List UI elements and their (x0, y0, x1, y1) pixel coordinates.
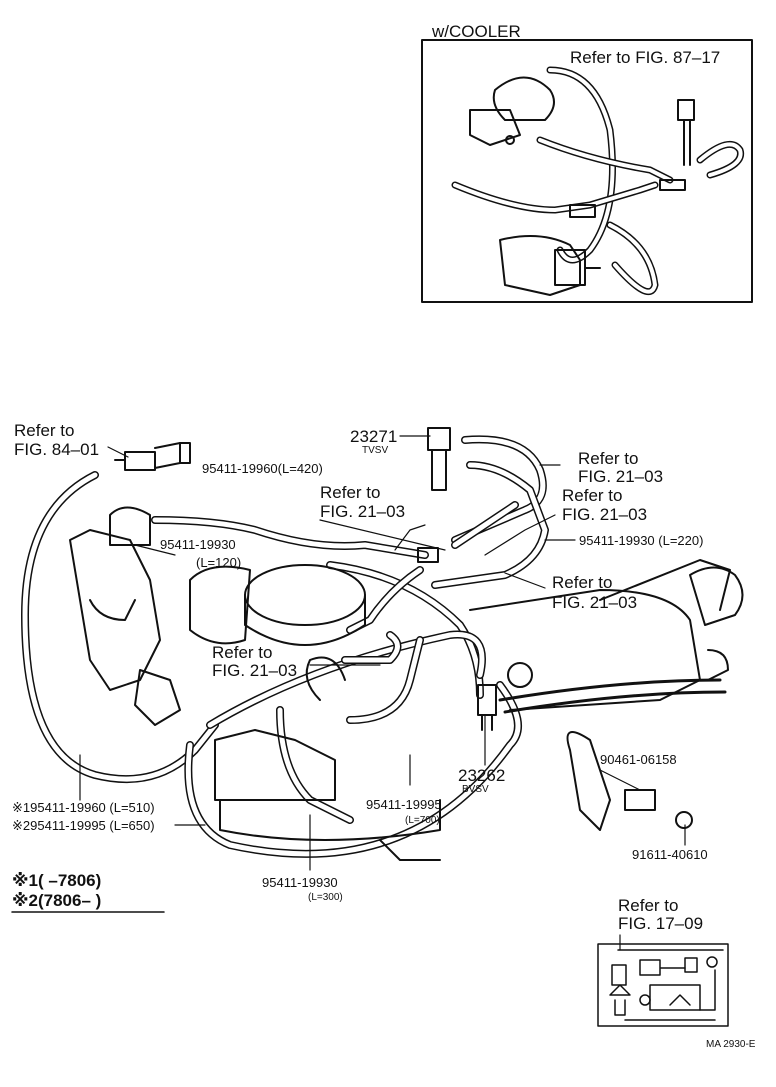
fig17-mini-schematic (597, 943, 729, 1027)
cooler-inset-frame (421, 39, 753, 303)
valves (417, 427, 693, 829)
engine-block (69, 506, 744, 861)
hose-95411-19960-l420: 95411-19960(L=420) (202, 461, 323, 476)
part-23271-name: TVSV (362, 445, 389, 456)
ref-fig21-03-a-line2[interactable]: FIG. 21–03 (578, 467, 664, 486)
hose-95411-19995-l700-length: (L=700) (405, 815, 440, 826)
hose-95411-19930-l300-length: (L=300) (308, 892, 343, 903)
hose-95411-19930-l220: 95411-19930 (L=220) (579, 533, 704, 548)
hose-95411-19995-l700-number: 95411-19995 (366, 797, 442, 812)
hose-alt1-l510: ※195411-19960 (L=510) (12, 800, 155, 815)
ref-fig84-01-line2[interactable]: FIG. 84–01 (14, 440, 100, 459)
ref-fig21-03-e-line2[interactable]: FIG. 21–03 (212, 661, 298, 680)
hose-95411-19930-l300-number: 95411-19930 (262, 875, 338, 890)
ref-fig84-01-line1[interactable]: Refer to (14, 421, 75, 440)
leader-lines (79, 435, 686, 951)
part-91611-40610: 91611-40610 (632, 847, 708, 862)
hose-alt2-l650: ※295411-19995 (L=650) (12, 818, 155, 833)
ref-fig21-03-b-line2[interactable]: FIG. 21–03 (562, 505, 648, 524)
ref-fig21-03-d-line2[interactable]: FIG. 21–03 (552, 593, 638, 612)
ref-fig21-03-e-line1[interactable]: Refer to (212, 643, 273, 662)
ref-fig21-03-b-line1[interactable]: Refer to (562, 486, 623, 505)
ref-fig17-09-line1[interactable]: Refer to (618, 896, 679, 915)
part-90461-06158: 90461-06158 (600, 752, 677, 767)
main-hoses (21, 435, 727, 858)
ref-fig87-17[interactable]: Refer to FIG. 87–17 (570, 48, 721, 67)
inset-title: w/COOLER (432, 22, 521, 41)
ref-fig21-03-c-line2[interactable]: FIG. 21–03 (320, 502, 406, 521)
vacuum-switch-left (114, 442, 191, 471)
ref-fig21-03-c-line1[interactable]: Refer to (320, 483, 381, 502)
part-23262-name: BVSV (462, 784, 489, 795)
part-23271-number: 23271 (350, 427, 398, 446)
ref-fig21-03-a-line1[interactable]: Refer to (578, 449, 639, 468)
note-1: ※1( –7806) (12, 871, 102, 890)
note-2: ※2(7806– ) (12, 891, 102, 910)
drawing-code: MA 2930-E (706, 1039, 756, 1050)
hose-95411-19930-l120-number: 95411-19930 (160, 537, 236, 552)
cooler-inset-parts (451, 66, 745, 296)
ref-fig21-03-d-line1[interactable]: Refer to (552, 573, 613, 592)
hose-95411-19930-l120-length: (L=120) (196, 555, 242, 570)
ref-fig17-09-line2[interactable]: FIG. 17–09 (618, 914, 704, 933)
part-23262-number: 23262 (458, 766, 506, 785)
